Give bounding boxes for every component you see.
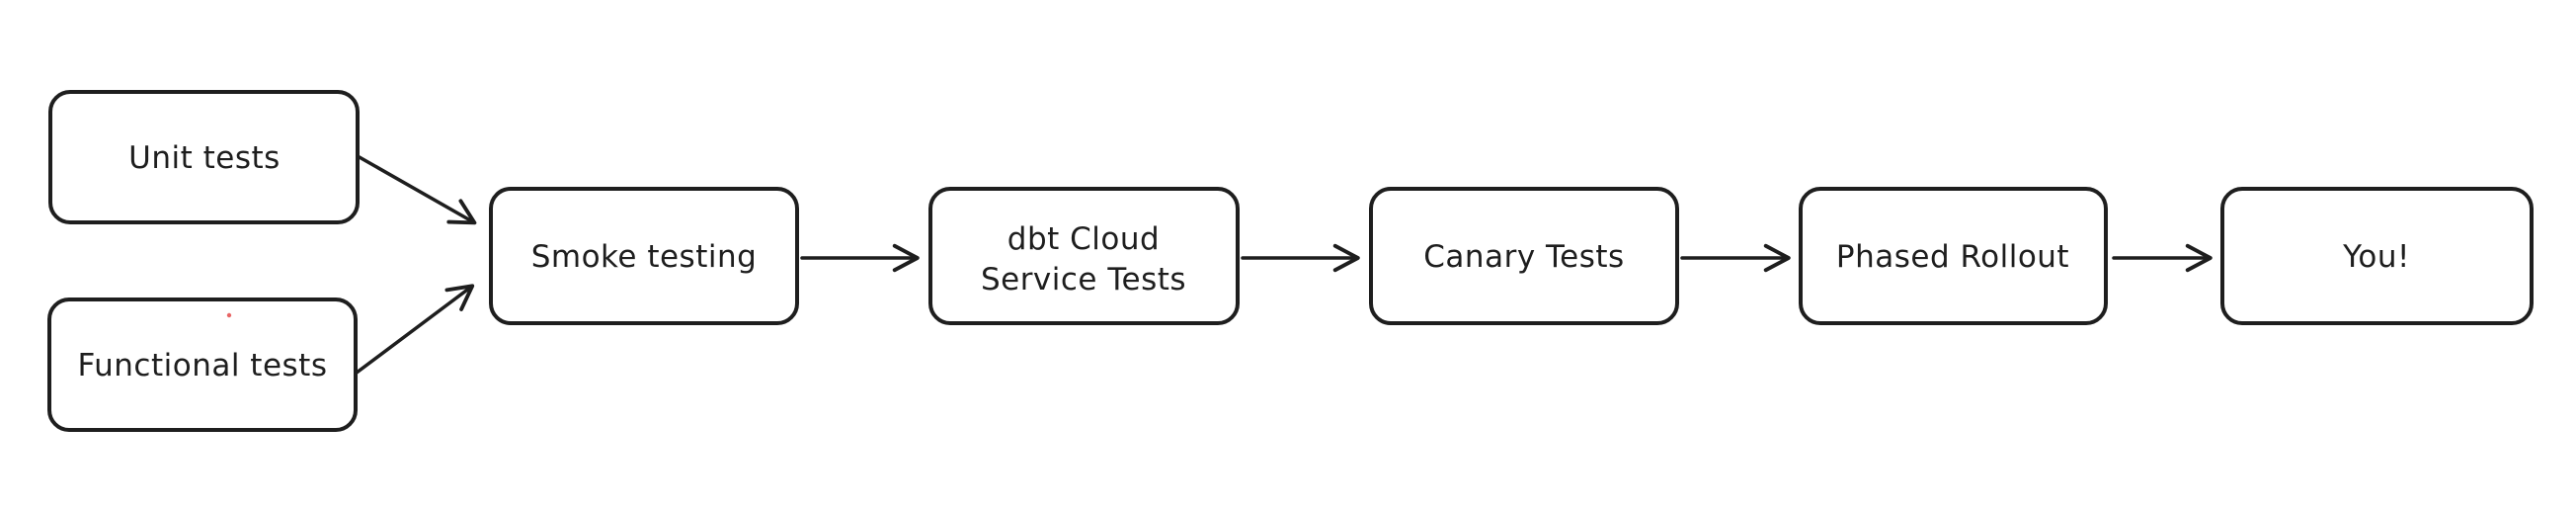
node-smoke-testing-box — [489, 187, 799, 325]
node-phased-rollout-label: Phased Rollout — [1836, 239, 2069, 275]
edge-unit-tests-to-smoke-testing — [356, 154, 477, 225]
node-you-box — [2220, 187, 2534, 325]
node-smoke-testing-label: Smoke testing — [531, 239, 758, 275]
node-phased-rollout-box — [1799, 187, 2108, 325]
node-dbt-cloud-service-tests-label-line1: dbt Cloud — [1007, 221, 1160, 257]
node-canary-tests-label: Canary Tests — [1423, 239, 1624, 275]
node-unit-tests-box — [48, 90, 360, 224]
node-functional-tests-box — [47, 298, 358, 432]
node-functional-tests: Functional tests — [47, 298, 358, 432]
node-you: You! — [2220, 187, 2534, 325]
node-canary-tests: Canary Tests — [1369, 187, 1679, 325]
node-functional-tests-label: Functional tests — [77, 348, 327, 383]
node-smoke-testing: Smoke testing — [489, 187, 799, 325]
node-dbt-cloud-service-tests: dbt Cloud Service Tests — [928, 187, 1240, 325]
node-you-label: You! — [2342, 239, 2410, 275]
node-dbt-cloud-service-tests-label-line2: Service Tests — [981, 262, 1186, 298]
node-unit-tests-label: Unit tests — [128, 140, 281, 176]
node-phased-rollout: Phased Rollout — [1799, 187, 2108, 325]
node-canary-tests-box — [1369, 187, 1679, 325]
node-unit-tests: Unit tests — [48, 90, 360, 224]
edge-functional-tests-to-smoke-testing — [355, 284, 475, 375]
node-dbt-cloud-service-tests-box — [928, 187, 1240, 325]
red-speck-artifact — [226, 312, 232, 318]
